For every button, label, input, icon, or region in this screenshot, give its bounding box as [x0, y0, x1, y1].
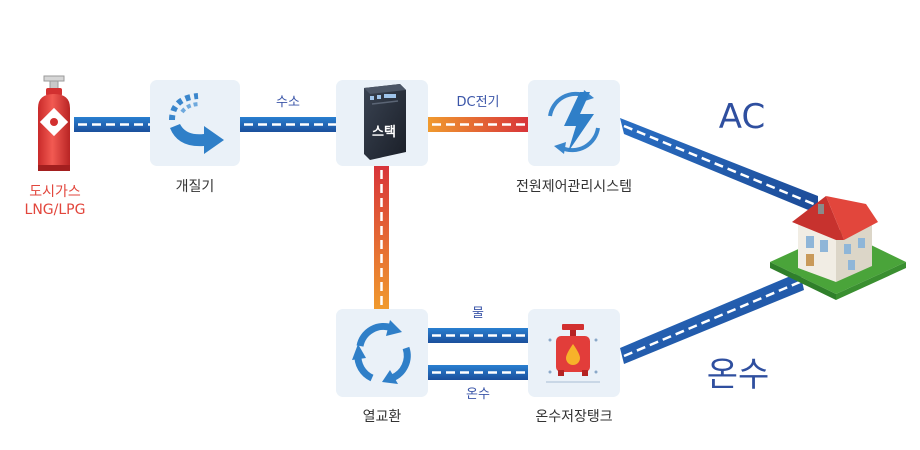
- power-control-node: [528, 80, 620, 166]
- hot-water-tank-node: [528, 309, 620, 397]
- reformer-node: [150, 80, 240, 166]
- hot-water-out-label: 온수: [707, 355, 770, 395]
- dc-power-label: DC전기: [456, 95, 499, 110]
- pipe-hot-water-to-house: [620, 272, 804, 364]
- reformer-arrow-icon: [169, 93, 224, 154]
- fuel-cell-stack-icon: [364, 84, 406, 160]
- lightning-cycle-icon: [548, 90, 600, 154]
- hot-water-tank-label: 온수저장탱크: [535, 409, 612, 425]
- pipe-stack-to-heat-exchanger: [374, 166, 389, 309]
- water-label: 물: [472, 306, 484, 321]
- pipe-gas-to-reformer: [74, 117, 150, 132]
- pipe-hot-water: [428, 365, 528, 380]
- pipe-ac-to-house: [620, 118, 818, 214]
- stack-label: 스택: [372, 124, 396, 140]
- stack-node: 스택: [336, 80, 428, 166]
- gas-label-line2: LNG/LPG: [25, 202, 86, 218]
- gas-cylinder-icon: [38, 75, 70, 171]
- pipe-water: [428, 328, 528, 343]
- pipe-hydrogen: [240, 117, 336, 132]
- power-control-label: 전원제어관리시스템: [516, 179, 632, 195]
- heat-exchanger-label: 열교환: [363, 409, 402, 425]
- hydrogen-label: 수소: [276, 95, 300, 110]
- hot-water-label: 온수: [466, 387, 490, 402]
- circular-arrows-icon: [352, 320, 411, 384]
- water-tank-icon: [546, 324, 600, 383]
- heat-exchanger-node: [336, 309, 428, 397]
- pipe-dc-power: [428, 117, 528, 132]
- reformer-label: 개질기: [176, 179, 215, 195]
- house-icon: [770, 196, 906, 300]
- ac-label: AC: [719, 97, 765, 137]
- gas-label-line1: 도시가스: [29, 184, 81, 200]
